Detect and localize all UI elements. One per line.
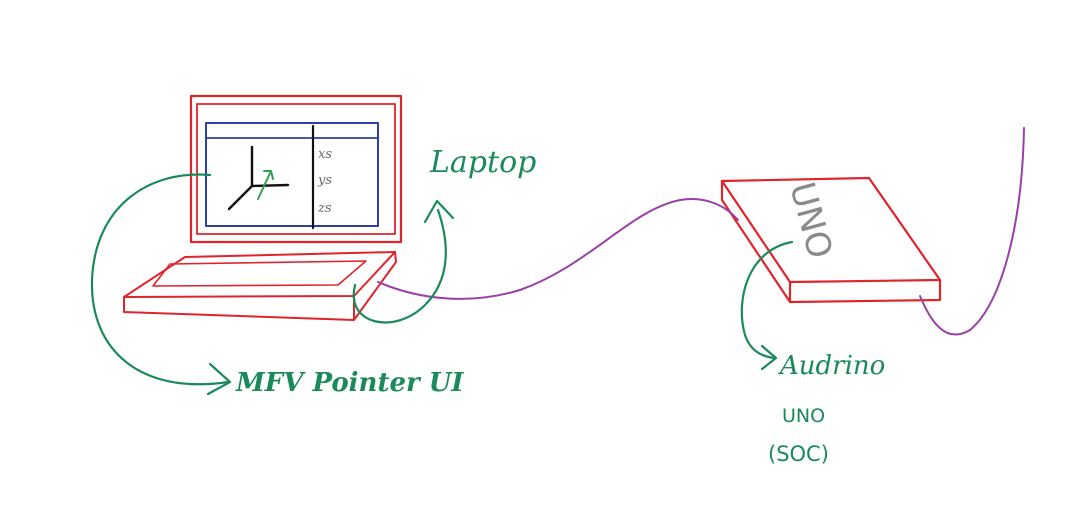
arduino-pointer-arrow: [740, 240, 794, 360]
laptop: xs ys zs: [123, 94, 403, 321]
laptop-keyboard: [152, 260, 367, 287]
arduino-soc-label: (SOC): [768, 442, 829, 466]
arduino-label: Audrino: [778, 351, 885, 381]
pointer-vector-arrow: [257, 170, 274, 200]
usb-cable: [377, 198, 739, 300]
laptop-arrow-head: [423, 199, 455, 224]
board-side: [720, 179, 942, 304]
arduino-arrow-head: [760, 344, 778, 371]
ui-label: MFV Pointer UI: [235, 368, 464, 398]
arduino-board: UNO: [720, 176, 942, 304]
readout-y: ys: [317, 173, 332, 188]
readout-x: xs: [318, 147, 332, 162]
board-label: UNO: [781, 178, 840, 263]
ui-pointer-arrow: [90, 173, 230, 386]
axes-3d-icon: [227, 145, 290, 211]
ui-arrow-head: [206, 362, 232, 396]
power-cable: [919, 127, 1025, 336]
laptop-label: Laptop: [429, 145, 536, 180]
laptop-pointer-arrow: [352, 208, 447, 324]
laptop-base-front: [123, 251, 397, 321]
laptop-lid-inner: [196, 103, 396, 235]
arduino-uno-label: UNO: [782, 405, 825, 427]
readout-z: zs: [317, 201, 332, 216]
laptop-lid-outer: [189, 94, 403, 244]
